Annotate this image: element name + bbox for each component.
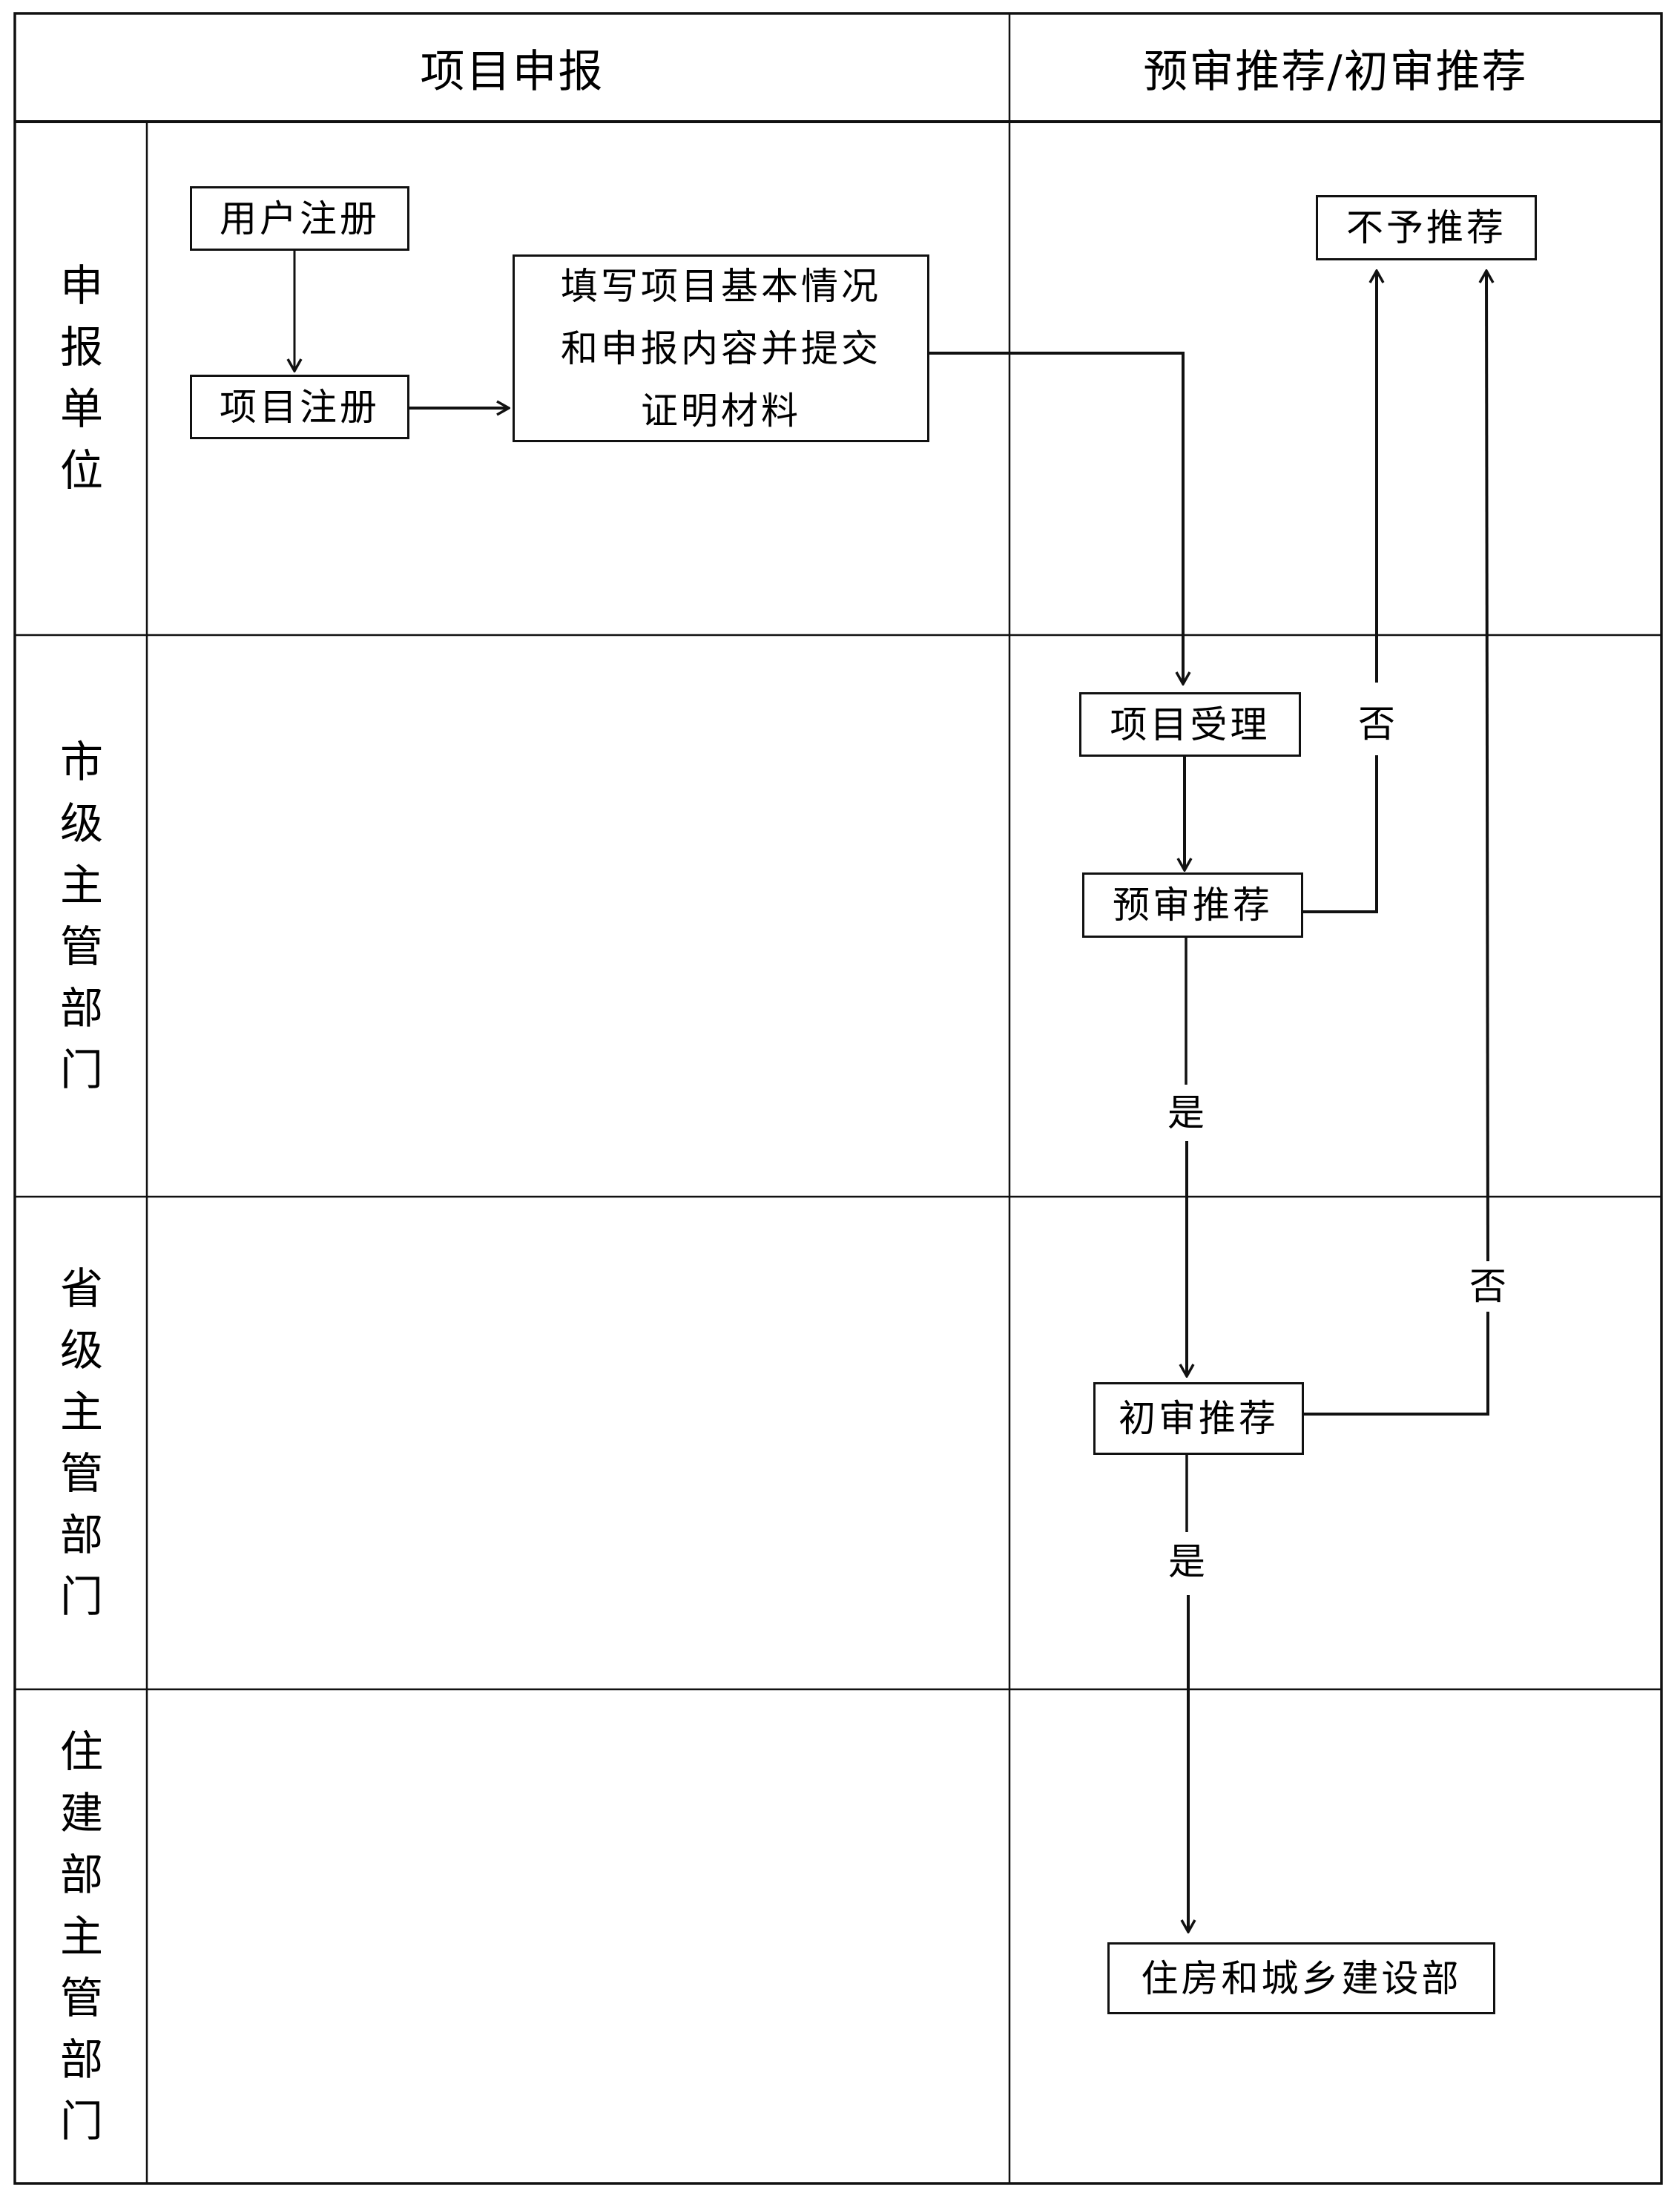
lane-label-char: 部: [59, 1510, 103, 1560]
lane-label-char: 申: [59, 260, 103, 311]
lane-label-province-authority: 省级主管部门: [16, 1197, 147, 1689]
node-mohurd[interactable]: 住房和城乡建设部: [1107, 1942, 1495, 2014]
lane-label-char: 部: [59, 2034, 103, 2085]
lane-label-char: 门: [59, 2095, 103, 2146]
lane-label-char: 主: [59, 1387, 103, 1437]
lane-label-char: 管: [59, 1448, 103, 1499]
lane-label-char: 级: [59, 1325, 103, 1375]
edge-label-pre-review-no: 否: [1351, 702, 1403, 746]
edge-fill-to-accept: [929, 352, 1183, 684]
node-user-register[interactable]: 用户注册: [190, 186, 409, 251]
lane-label-city-authority: 市级主管部门: [16, 635, 147, 1197]
lane-label-char: 管: [59, 921, 103, 972]
edge-label-pre-review-yes: 是: [1160, 1091, 1212, 1135]
node-project-register[interactable]: 项目注册: [190, 375, 409, 439]
edge-label-initial-review-yes: 是: [1161, 1539, 1213, 1584]
lane-label-char: 主: [59, 1910, 103, 1962]
lane-label-mohurd-authority: 住建部主管部门: [16, 1689, 147, 2183]
table-frame: [13, 12, 1663, 2185]
edge-pre-review-no: [1302, 755, 1378, 913]
lane-label-char: 单: [59, 384, 103, 434]
lane-label-char: 市: [59, 736, 103, 787]
header-review-recommendation: 预审推荐/初审推荐: [1143, 45, 1528, 98]
lane-label-char: 部: [59, 982, 103, 1033]
lane-label-char: 报: [59, 322, 103, 372]
lane-label-applicant: 申报单位: [16, 122, 147, 635]
lane-label-char: 住: [59, 1726, 103, 1777]
lane-label-char: 级: [59, 798, 103, 849]
lane-label-char: 门: [59, 1571, 103, 1622]
lane-label-char: 门: [59, 1044, 103, 1095]
lane-label-char: 主: [59, 859, 103, 910]
node-fill-project-info-line: 填写项目基本情况: [561, 264, 881, 308]
node-fill-project-info[interactable]: 填写项目基本情况 和申报内容并提交 证明材料: [513, 254, 929, 442]
node-project-accept[interactable]: 项目受理: [1079, 692, 1301, 757]
lane-label-char: 建: [59, 1787, 103, 1838]
edge-label-initial-review-no: 否: [1462, 1264, 1514, 1309]
header-project-application: 项目申报: [420, 45, 605, 98]
lane-label-char: 管: [59, 1972, 103, 2023]
node-fill-project-info-line: 和申报内容并提交: [561, 326, 881, 370]
node-not-recommended[interactable]: 不予推荐: [1316, 195, 1537, 260]
node-fill-project-info-line: 证明材料: [641, 389, 801, 433]
lane-label-char: 位: [59, 445, 103, 496]
edge-initial-review-no: [1303, 1312, 1489, 1416]
lane-label-char: 省: [59, 1263, 103, 1314]
lane-label-char: 部: [59, 1849, 103, 1900]
node-pre-review[interactable]: 预审推荐: [1082, 872, 1303, 938]
node-initial-review[interactable]: 初审推荐: [1093, 1382, 1304, 1455]
edge-initial-review-no-upper: [1486, 271, 1488, 1262]
